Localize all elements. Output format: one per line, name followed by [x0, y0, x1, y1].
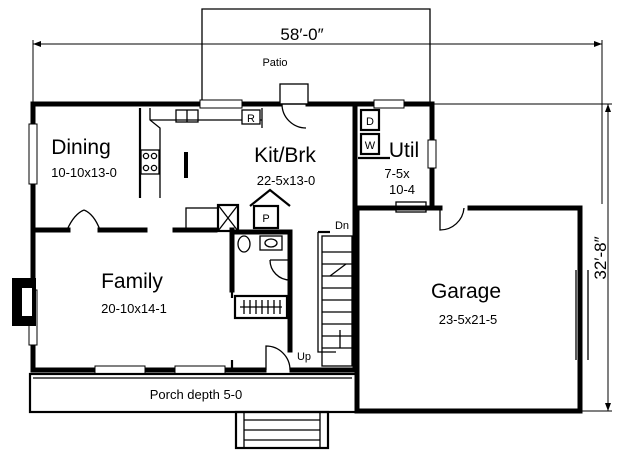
front-door — [230, 345, 291, 371]
width-dimension: 58′-0″ — [32, 25, 603, 204]
garage-size: 23-5x21-5 — [439, 312, 498, 327]
depth-dimension: 32′-8″ — [432, 103, 612, 412]
utility-label: Util — [389, 139, 419, 162]
washer-label: W — [365, 140, 376, 152]
porch: Porch depth 5-0 — [28, 372, 358, 450]
kitchen-size: 22-5x13-0 — [257, 173, 316, 188]
patio-door — [279, 83, 309, 129]
porch-label: Porch depth 5-0 — [150, 387, 243, 402]
stairs: Dn Up — [297, 220, 353, 367]
family-label: Family — [101, 270, 163, 293]
refrigerator-label: R — [247, 113, 255, 125]
kitchen-label: Kit/Brk — [254, 144, 316, 167]
patio-area: Patio — [201, 8, 431, 104]
utility-size-line2: 10-4 — [389, 182, 415, 197]
dining-size: 10-10x13-0 — [51, 165, 117, 180]
stairs-up-label: Up — [297, 351, 311, 363]
pantry-label: P — [262, 213, 269, 225]
utility-size-line1: 7-5x — [384, 166, 410, 181]
pantry-closet: P — [185, 188, 291, 233]
garage-label: Garage — [431, 280, 501, 303]
family-room: Family 20-10x14-1 — [12, 270, 167, 326]
coat-closet — [233, 294, 289, 320]
depth-dimension-label: 32′-8″ — [591, 236, 610, 279]
family-size: 20-10x14-1 — [101, 301, 167, 316]
half-bath — [229, 227, 293, 353]
dryer-label: D — [366, 116, 374, 128]
dining-room: Dining 10-10x13-0 — [51, 136, 117, 231]
stairs-down-label: Dn — [335, 220, 349, 232]
width-dimension-label: 58′-0″ — [280, 25, 323, 44]
patio-label: Patio — [262, 57, 287, 69]
dining-label: Dining — [51, 136, 111, 159]
garage: Garage 23-5x21-5 — [354, 205, 589, 414]
kitchen-room: R Kit/Brk 22-5x13-0 — [138, 108, 316, 198]
utility-room: D W Util 7-5x 10-4 — [358, 108, 427, 213]
